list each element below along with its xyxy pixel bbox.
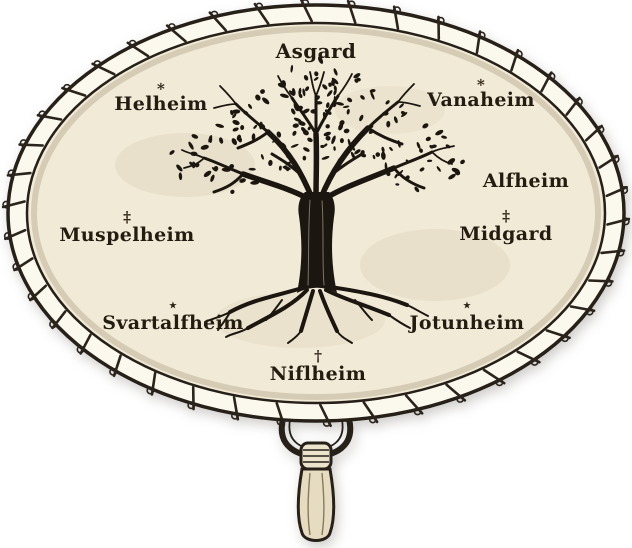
yggdrasil-tree-illustration [169, 56, 465, 344]
tree-trunk [297, 192, 337, 293]
tree-foliage [169, 56, 465, 194]
tree-roots [204, 285, 429, 344]
drum-handle-illustration [278, 418, 354, 542]
rim-stitching [1, 0, 631, 428]
handle-grip [296, 467, 336, 542]
